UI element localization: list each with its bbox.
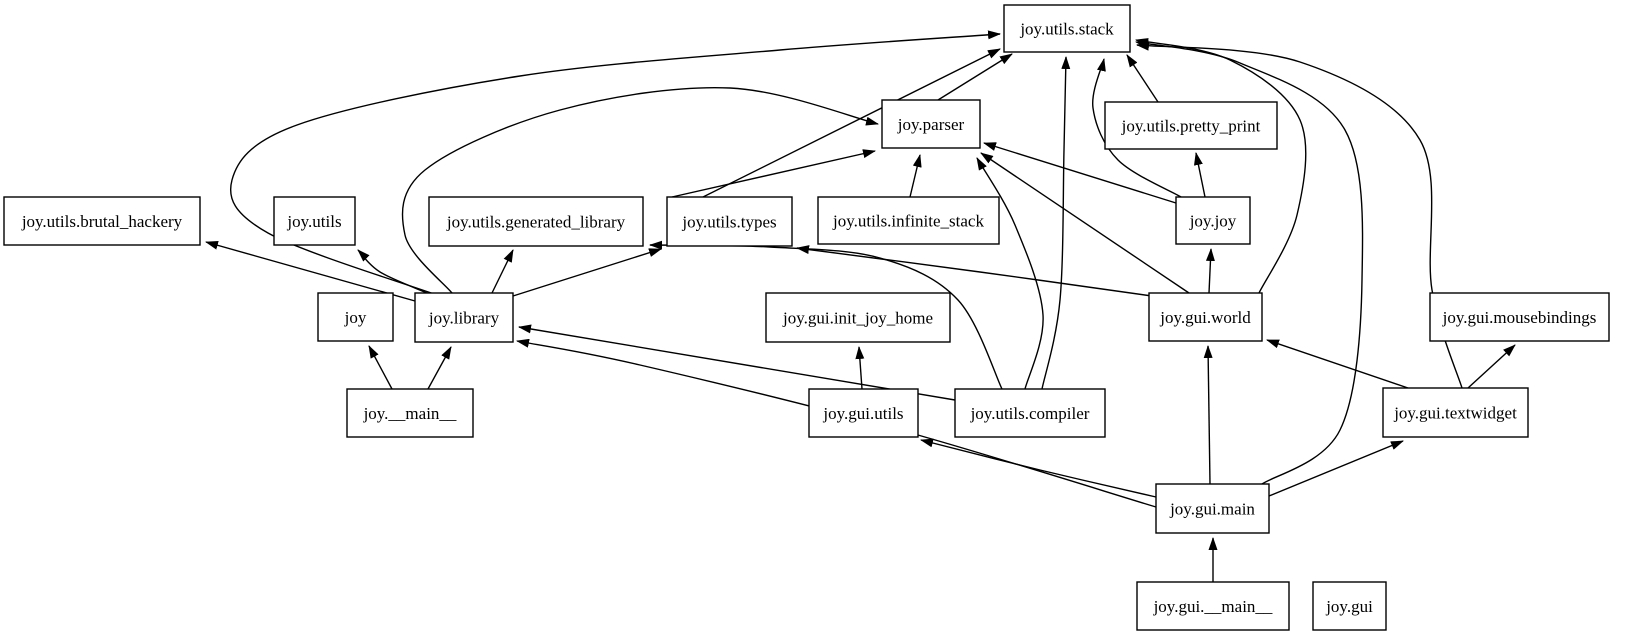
node-box-joy-library xyxy=(414,292,514,343)
node-joy-gui-init_joy_home: joy.gui.init_joy_home xyxy=(765,292,951,343)
edge-joy-library-to-joy-utils-brutal_hackery xyxy=(205,240,416,302)
node-box-joy-utils-compiler xyxy=(954,388,1106,438)
edge-joy-library-to-joy-parser xyxy=(401,87,879,294)
node-label-joy-utils-generated_library: joy.utils.generated_library xyxy=(446,213,626,232)
node-joy-joy: joy.joy xyxy=(1175,196,1251,245)
edge-joy-utils-compiler-to-joy-library xyxy=(518,324,956,401)
node-joy: joy xyxy=(317,292,394,342)
edge-joy-gui-main-to-joy-gui-utils xyxy=(920,438,1157,498)
node-label-joy-gui-mousebindings: joy.gui.mousebindings xyxy=(1442,308,1597,327)
edge-joy-gui-world-to-joy-utils-stack xyxy=(1135,38,1307,294)
node-joy-utils: joy.utils xyxy=(273,196,356,246)
node-joy-gui: joy.gui xyxy=(1312,581,1387,631)
node-label-joy-gui: joy.gui xyxy=(1325,597,1373,616)
node-box-joy-utils-types xyxy=(666,196,793,247)
node-joy-gui-main: joy.gui.main xyxy=(1155,483,1270,534)
node-joy-library: joy.library xyxy=(414,292,514,343)
node-box-joy-gui-world xyxy=(1148,292,1263,342)
edge-joy-utils-pretty_print-to-joy-utils-stack xyxy=(1126,54,1159,103)
edge-joy-gui-textwidget-to-joy-gui-world xyxy=(1266,339,1409,389)
edge-joy-library-to-joy-utils-types xyxy=(512,248,662,297)
node-joy-utils-stack: joy.utils.stack xyxy=(1003,4,1131,53)
node-label-joy-library: joy.library xyxy=(428,309,500,328)
node-joy-utils-compiler: joy.utils.compiler xyxy=(954,388,1106,438)
node-box-joy-gui-utils xyxy=(808,388,919,438)
edge-joy-joy-to-joy-parser xyxy=(983,142,1177,204)
node-joy-utils-pretty_print: joy.utils.pretty_print xyxy=(1104,101,1278,150)
edge-joy-gui-utils-to-joy-gui-init_joy_home xyxy=(855,346,865,390)
node-label-joy: joy xyxy=(344,308,367,327)
node-joy-gui-utils: joy.gui.utils xyxy=(808,388,919,438)
node-label-joy-joy: joy.joy xyxy=(1189,212,1237,231)
node-label-joy-utils-stack: joy.utils.stack xyxy=(1019,20,1114,39)
node-box-joy-gui xyxy=(1312,581,1387,631)
edge-joy-utils-types-to-joy-utils-stack xyxy=(702,48,1001,198)
edge-joy-utils-types-to-joy-parser xyxy=(671,149,876,198)
edge-joy-__main__-to-joy xyxy=(368,345,393,390)
node-box-joy-utils-brutal_hackery xyxy=(3,196,201,246)
node-label-joy-utils: joy.utils xyxy=(286,212,341,231)
node-label-joy-gui-textwidget: joy.gui.textwidget xyxy=(1393,404,1517,423)
node-label-joy-utils-infinite_stack: joy.utils.infinite_stack xyxy=(832,212,984,231)
node-label-joy-gui-utils: joy.gui.utils xyxy=(822,404,903,423)
node-label-joy-utils-types: joy.utils.types xyxy=(681,213,776,232)
node-box-joy-utils-generated_library xyxy=(428,196,644,247)
edge-layer xyxy=(205,30,1516,582)
node-box-joy-__main__ xyxy=(346,388,474,438)
node-joy-parser: joy.parser xyxy=(881,99,981,149)
edge-joy-library-to-joy-utils-stack xyxy=(229,30,1001,296)
node-joy-utils-generated_library: joy.utils.generated_library xyxy=(428,196,644,247)
node-layer: joy.utils.stack joy.parser joy.utils.prett… xyxy=(3,4,1610,631)
edge-joy-library-to-joy-utils xyxy=(357,249,428,294)
edge-joy-gui-world-to-joy-utils-types xyxy=(796,245,1153,297)
edge-joy-gui-main-to-joy-gui-world xyxy=(1203,345,1213,485)
node-box-joy-utils-stack xyxy=(1003,4,1131,53)
node-label-joy-gui-world: joy.gui.world xyxy=(1159,308,1251,327)
edge-joy-utils-infinite_stack-to-joy-parser xyxy=(909,154,922,198)
node-box-joy xyxy=(317,292,394,342)
edge-joy-library-to-joy-utils-generated_library xyxy=(491,249,514,294)
node-box-joy-gui-init_joy_home xyxy=(765,292,951,343)
node-box-joy-utils xyxy=(273,196,356,246)
node-label-joy-parser: joy.parser xyxy=(897,115,965,134)
edge-joy-__main__-to-joy-library xyxy=(427,346,452,390)
node-box-joy-utils-infinite_stack xyxy=(817,196,1000,245)
node-joy-gui-mousebindings: joy.gui.mousebindings xyxy=(1429,292,1610,342)
node-joy-utils-infinite_stack: joy.utils.infinite_stack xyxy=(817,196,1000,245)
edge-joy-gui-textwidget-to-joy-gui-mousebindings xyxy=(1467,344,1516,389)
node-joy-gui-textwidget: joy.gui.textwidget xyxy=(1382,387,1529,438)
node-box-joy-gui-mousebindings xyxy=(1429,292,1610,342)
edge-joy-gui-world-to-joy-joy xyxy=(1205,248,1215,294)
node-box-joy-gui-main xyxy=(1155,483,1270,534)
node-joy-utils-brutal_hackery: joy.utils.brutal_hackery xyxy=(3,196,201,246)
node-box-joy-gui-__main__ xyxy=(1136,581,1290,631)
node-box-joy-parser xyxy=(881,99,981,149)
node-label-joy-utils-compiler: joy.utils.compiler xyxy=(970,404,1090,423)
node-joy-utils-types: joy.utils.types xyxy=(666,196,793,247)
edge-joy-joy-to-joy-utils-pretty_print xyxy=(1193,152,1206,198)
edge-joy-joy-to-joy-utils-stack xyxy=(1092,58,1182,198)
edge-joy-utils-compiler-to-joy-utils-stack xyxy=(1041,56,1071,390)
node-box-joy-utils-pretty_print xyxy=(1104,101,1278,150)
edge-joy-parser-to-joy-utils-stack xyxy=(937,53,1013,101)
node-box-joy-joy xyxy=(1175,196,1251,245)
node-label-joy-gui-main: joy.gui.main xyxy=(1169,500,1255,519)
node-label-joy-gui-__main__: joy.gui.__main__ xyxy=(1153,597,1273,616)
edge-joy-gui-main-to-joy-gui-textwidget xyxy=(1268,440,1404,497)
node-box-joy-gui-textwidget xyxy=(1382,387,1529,438)
node-label-joy-__main__: joy.__main__ xyxy=(363,404,457,423)
node-joy-gui-world: joy.gui.world xyxy=(1148,292,1263,342)
edge-joy-gui-world-to-joy-parser xyxy=(980,152,1190,294)
edge-joy-gui-main-to-joy-utils-stack xyxy=(1135,39,1364,485)
node-label-joy-utils-pretty_print: joy.utils.pretty_print xyxy=(1121,117,1261,136)
node-joy-__main__: joy.__main__ xyxy=(346,388,474,438)
node-joy-gui-__main__: joy.gui.__main__ xyxy=(1136,581,1290,631)
edge-joy-gui-main-to-joy-library xyxy=(516,338,1157,508)
edge-joy-utils-compiler-to-joy-parser xyxy=(976,157,1044,390)
node-label-joy-gui-init_joy_home: joy.gui.init_joy_home xyxy=(782,309,933,328)
node-label-joy-utils-brutal_hackery: joy.utils.brutal_hackery xyxy=(21,212,183,231)
